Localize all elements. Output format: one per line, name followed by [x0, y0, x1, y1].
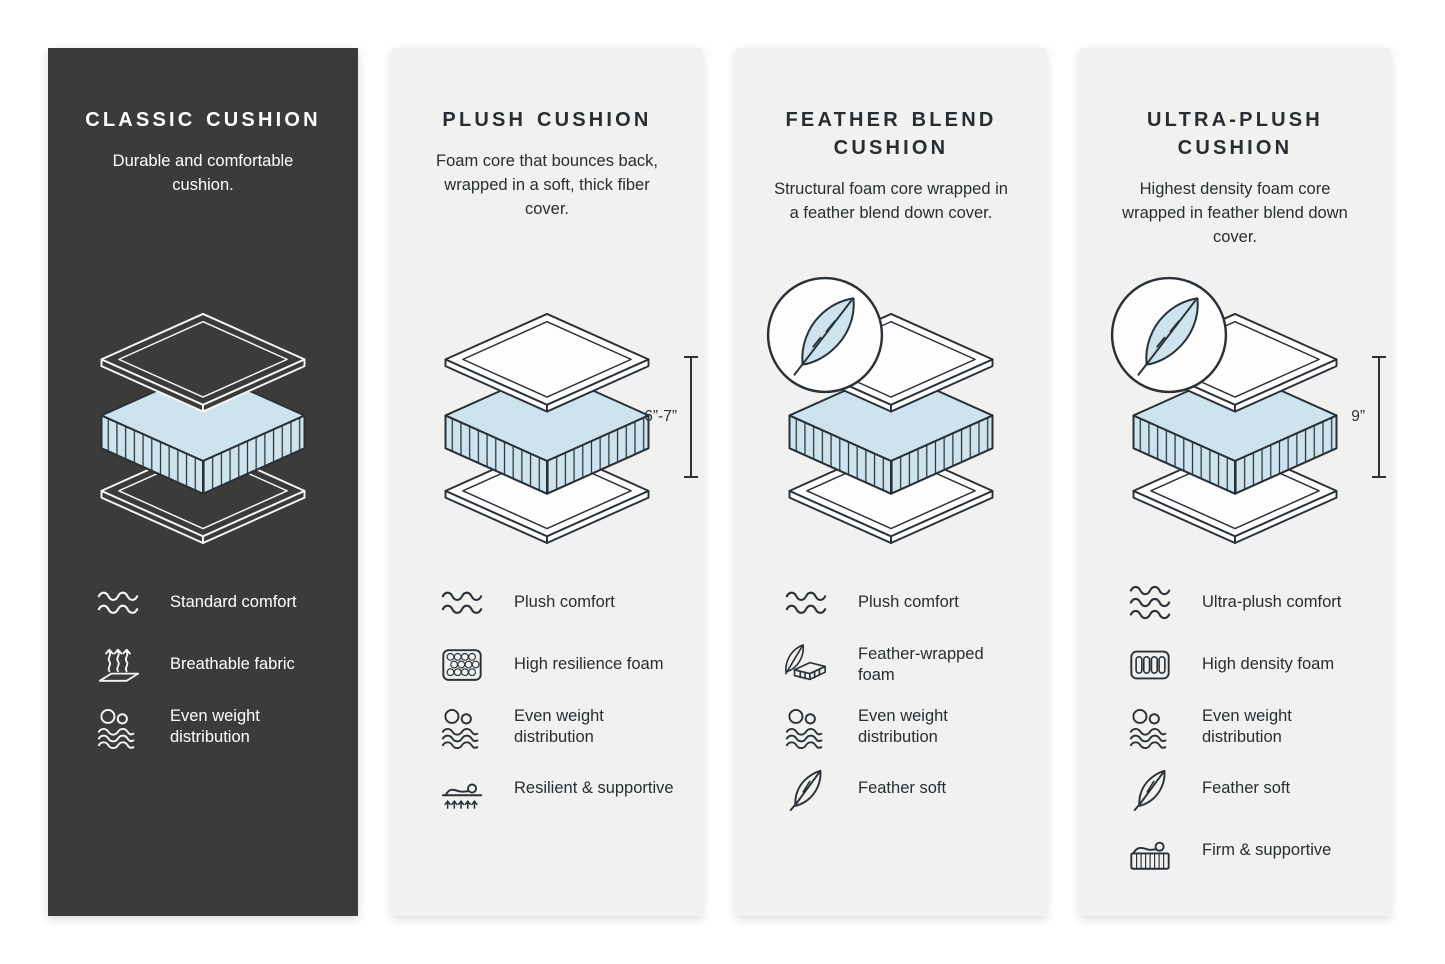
waves-icon: [92, 580, 144, 626]
feature-even-weight: Even weight distribution: [1124, 704, 1366, 750]
feature-label: Even weight distribution: [170, 706, 260, 746]
feature-even-weight: Even weight distribution: [436, 704, 678, 750]
cushion-diagram: [736, 278, 1046, 578]
cushion-layers-illustration: [431, 310, 663, 546]
card-header: FEATHER BLEND CUSHION Structural foam co…: [736, 106, 1046, 278]
breathable-arrows-icon: [92, 642, 144, 688]
feature-label: Resilient & supportive: [514, 779, 674, 798]
feature-label: Breathable fabric: [170, 655, 295, 674]
feature-high-density-foam: High density foam: [1124, 642, 1366, 688]
feather-badge-icon: [1108, 274, 1230, 396]
card-feather-blend-cushion: FEATHER BLEND CUSHION Structural foam co…: [736, 48, 1046, 916]
feature-label: Even weight distribution: [858, 706, 948, 746]
card-classic-cushion: CLASSIC CUSHION Durable and comfortable …: [48, 48, 358, 916]
feature-feather-soft: Feather soft: [1124, 766, 1366, 812]
feature-breathable-fabric: Breathable fabric: [92, 642, 334, 688]
dimension-label: 6”-7”: [644, 408, 677, 425]
feature-feather-soft: Feather soft: [780, 766, 1022, 812]
dimension-marker: 6”-7”: [644, 356, 698, 478]
feature-resilient-supportive: Resilient & supportive: [436, 766, 678, 812]
feather-icon: [1124, 766, 1176, 812]
feature-label: High resilience foam: [514, 655, 664, 674]
dimension-marker: 9”: [1351, 356, 1386, 478]
feature-high-resilience-foam: High resilience foam: [436, 642, 678, 688]
weight-distribution-icon: [436, 704, 488, 750]
cushion-layers-illustration: [87, 310, 319, 546]
card-title: CLASSIC CUSHION: [85, 109, 321, 131]
feather-wrapped-foam-icon: [780, 642, 832, 688]
weight-distribution-icon: [1124, 704, 1176, 750]
feature-label: Ultra-plush comfort: [1202, 593, 1342, 612]
card-plush-cushion: PLUSH CUSHION Foam core that bounces bac…: [392, 48, 702, 916]
feature-firm-supportive: Firm & supportive: [1124, 828, 1366, 874]
cushion-diagram: 9”: [1080, 278, 1390, 578]
feature-label: High density foam: [1202, 655, 1335, 674]
feature-label: Feather soft: [858, 779, 947, 798]
feature-list: Ultra-plush comfort High density foam Ev…: [1080, 580, 1390, 890]
card-title: PLUSH CUSHION: [442, 109, 652, 131]
card-header: ULTRA-PLUSH CUSHION Highest density foam…: [1080, 106, 1390, 278]
card-title: FEATHER BLEND CUSHION: [785, 109, 997, 159]
feather-icon: [780, 766, 832, 812]
feature-plush-comfort: Plush comfort: [780, 580, 1022, 626]
waves-icon: [436, 580, 488, 626]
feature-even-weight: Even weight distribution: [780, 704, 1022, 750]
card-header: PLUSH CUSHION Foam core that bounces bac…: [392, 106, 702, 278]
cushion-diagram: 6”-7”: [392, 278, 702, 578]
weight-distribution-icon: [92, 704, 144, 750]
card-description: Durable and comfortable cushion.: [112, 152, 294, 194]
feature-label: Even weight distribution: [1202, 706, 1292, 746]
feature-plush-comfort: Plush comfort: [436, 580, 678, 626]
feature-label: Firm & supportive: [1202, 841, 1332, 860]
feature-label: Standard comfort: [170, 593, 297, 612]
feature-label: Plush comfort: [858, 593, 959, 612]
cushion-diagram: [48, 278, 358, 578]
feature-list: Plush comfort High resilience foam Even …: [392, 580, 702, 828]
card-header: CLASSIC CUSHION Durable and comfortable …: [48, 106, 358, 278]
feature-label: Feather-wrapped foam: [858, 644, 984, 684]
feature-list: Standard comfort Breathable fabric Even …: [48, 580, 358, 766]
feature-label: Even weight distribution: [514, 706, 604, 746]
waves-icon: [780, 580, 832, 626]
card-ultra-plush-cushion: ULTRA-PLUSH CUSHION Highest density foam…: [1080, 48, 1390, 916]
high-density-foam-icon: [1124, 642, 1176, 688]
card-description: Structural foam core wrapped in a feathe…: [774, 180, 1008, 222]
feature-label: Plush comfort: [514, 593, 615, 612]
dimension-line: [1372, 356, 1386, 478]
feature-list: Plush comfort Feather-wrapped foam Even …: [736, 580, 1046, 828]
reclining-person-firm-icon: [1124, 828, 1176, 874]
feature-label: Feather soft: [1202, 779, 1291, 798]
reclining-person-springs-icon: [436, 766, 488, 812]
feature-even-weight: Even weight distribution: [92, 704, 334, 750]
honeycomb-foam-icon: [436, 642, 488, 688]
feature-feather-wrapped-foam: Feather-wrapped foam: [780, 642, 1022, 688]
dimension-line: [684, 356, 698, 478]
feature-standard-comfort: Standard comfort: [92, 580, 334, 626]
triple-waves-icon: [1124, 580, 1176, 626]
feature-ultra-plush-comfort: Ultra-plush comfort: [1124, 580, 1366, 626]
card-title: ULTRA-PLUSH CUSHION: [1147, 109, 1323, 159]
feather-badge-icon: [764, 274, 886, 396]
card-description: Highest density foam core wrapped in fea…: [1122, 180, 1348, 246]
weight-distribution-icon: [780, 704, 832, 750]
dimension-label: 9”: [1351, 408, 1365, 425]
card-description: Foam core that bounces back, wrapped in …: [436, 152, 658, 218]
